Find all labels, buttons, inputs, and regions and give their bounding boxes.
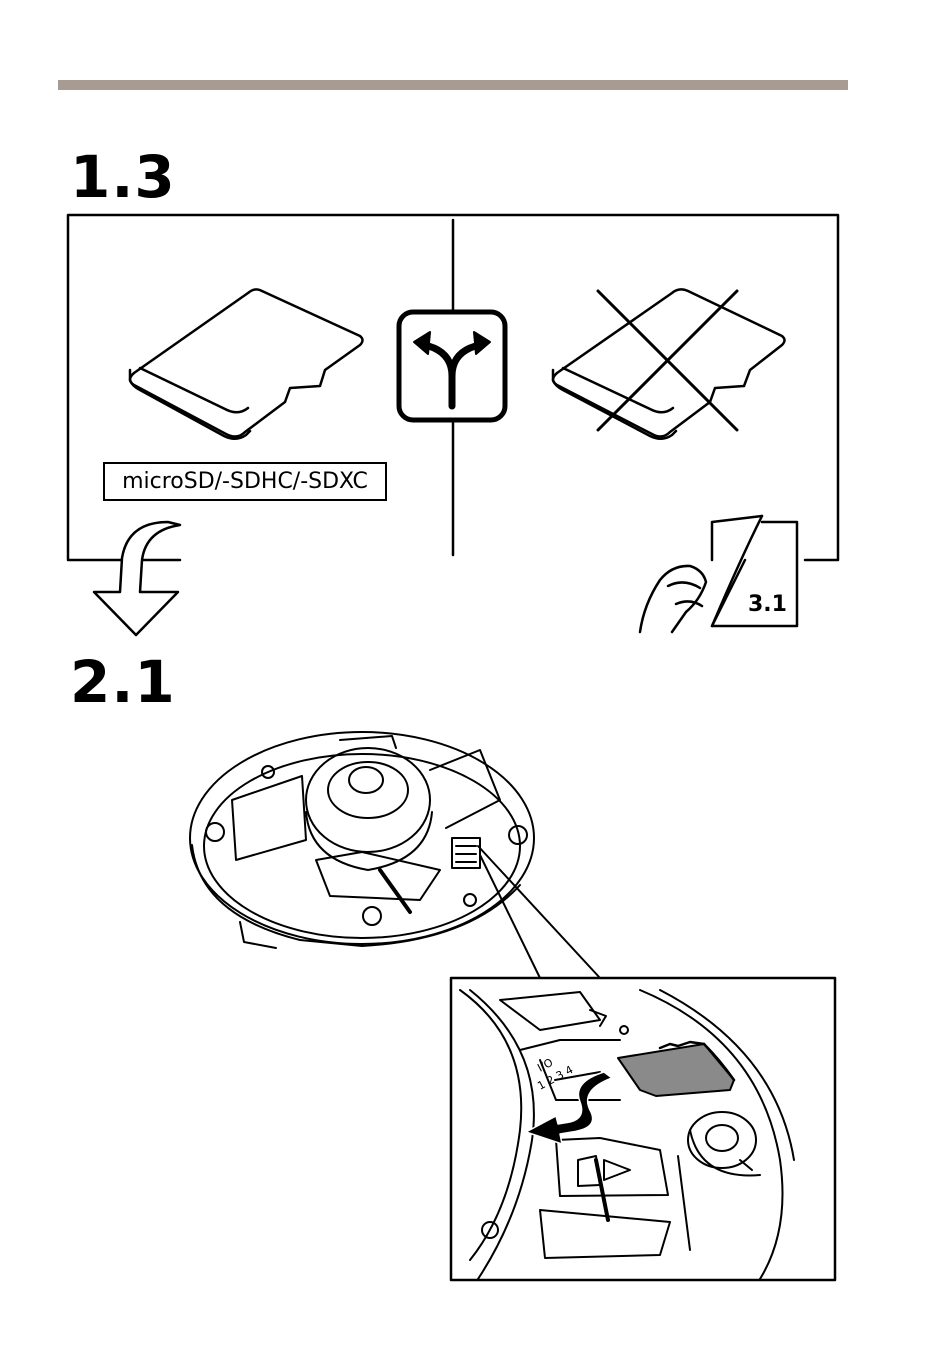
page-reference-label: 3.1 bbox=[748, 592, 787, 617]
card-type-label: microSD/-SDHC/-SDXC bbox=[103, 462, 387, 501]
sd-card-slot-detail: I/O 1 2 3 4 bbox=[451, 978, 835, 1280]
curved-down-arrow-icon bbox=[94, 522, 180, 635]
card-type-text: microSD/-SDHC/-SDXC bbox=[122, 469, 368, 494]
split-arrow-icon bbox=[399, 312, 505, 420]
inserted-microsd-card bbox=[618, 1044, 734, 1096]
dome-camera-illustration bbox=[190, 732, 534, 948]
crossed-out-card-icon bbox=[553, 289, 785, 438]
microsd-card-icon bbox=[130, 289, 363, 438]
